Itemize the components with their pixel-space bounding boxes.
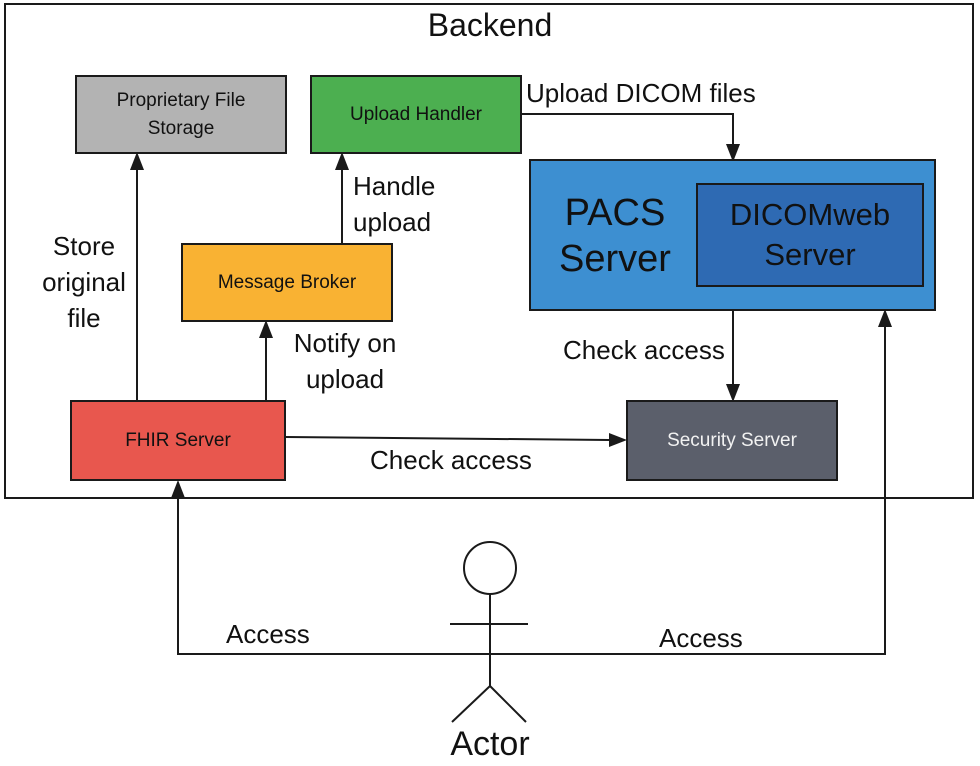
- dicomweb-server-node: DICOMweb Server: [696, 183, 924, 287]
- dicomweb-server-label: DICOMweb Server: [729, 197, 891, 272]
- arrowhead-pacs-bottom: [878, 309, 892, 327]
- upload-handler-node: Upload Handler: [310, 75, 522, 154]
- arrowhead-security-top: [726, 384, 740, 402]
- security-server-node: Security Server: [626, 400, 838, 481]
- arrowhead-storage: [130, 152, 144, 170]
- message-broker-label: Message Broker: [217, 271, 357, 293]
- edge-check-access-fhir: [285, 436, 611, 441]
- message-broker-node: Message Broker: [181, 243, 393, 322]
- proprietary-file-storage-label: Proprietary File Storage: [116, 89, 246, 139]
- edge-label-upload-dicom-files: Upload DICOM files: [526, 78, 756, 108]
- backend-title: Backend: [427, 7, 553, 43]
- fhir-server-label: FHIR Server: [125, 429, 231, 451]
- security-server-label: Security Server: [667, 429, 797, 451]
- edge-label-access-fhir: Access: [226, 619, 310, 649]
- edge-label-notify-on-upload: Notify on upload: [293, 328, 397, 394]
- actor-figure: [450, 541, 528, 723]
- arrowhead-security-left: [609, 433, 627, 447]
- edge-label-handle-upload: Handle upload: [353, 171, 436, 237]
- edge-upload-dicom-files: [520, 113, 734, 146]
- arrowhead-fhir: [171, 480, 185, 498]
- edge-access-fhir: [177, 496, 490, 655]
- arrowhead-upload-handler: [335, 152, 349, 170]
- upload-handler-label: Upload Handler: [349, 103, 483, 125]
- actor-label: Actor: [450, 725, 530, 763]
- edge-label-check-access-fhir: Check access: [370, 445, 532, 475]
- arrowhead-message-broker: [259, 320, 273, 338]
- edge-access-pacs: [490, 325, 886, 655]
- proprietary-file-storage-node: Proprietary File Storage: [75, 75, 287, 154]
- edge-label-access-pacs: Access: [659, 623, 743, 653]
- backend-boundary: [4, 3, 974, 499]
- fhir-server-node: FHIR Server: [70, 400, 286, 481]
- pacs-server-label: PACS Server: [559, 192, 671, 280]
- arrowhead-pacs: [726, 144, 740, 162]
- edge-label-check-access-pacs: Check access: [563, 335, 725, 365]
- edge-label-store-original-file: Store original file: [42, 231, 126, 333]
